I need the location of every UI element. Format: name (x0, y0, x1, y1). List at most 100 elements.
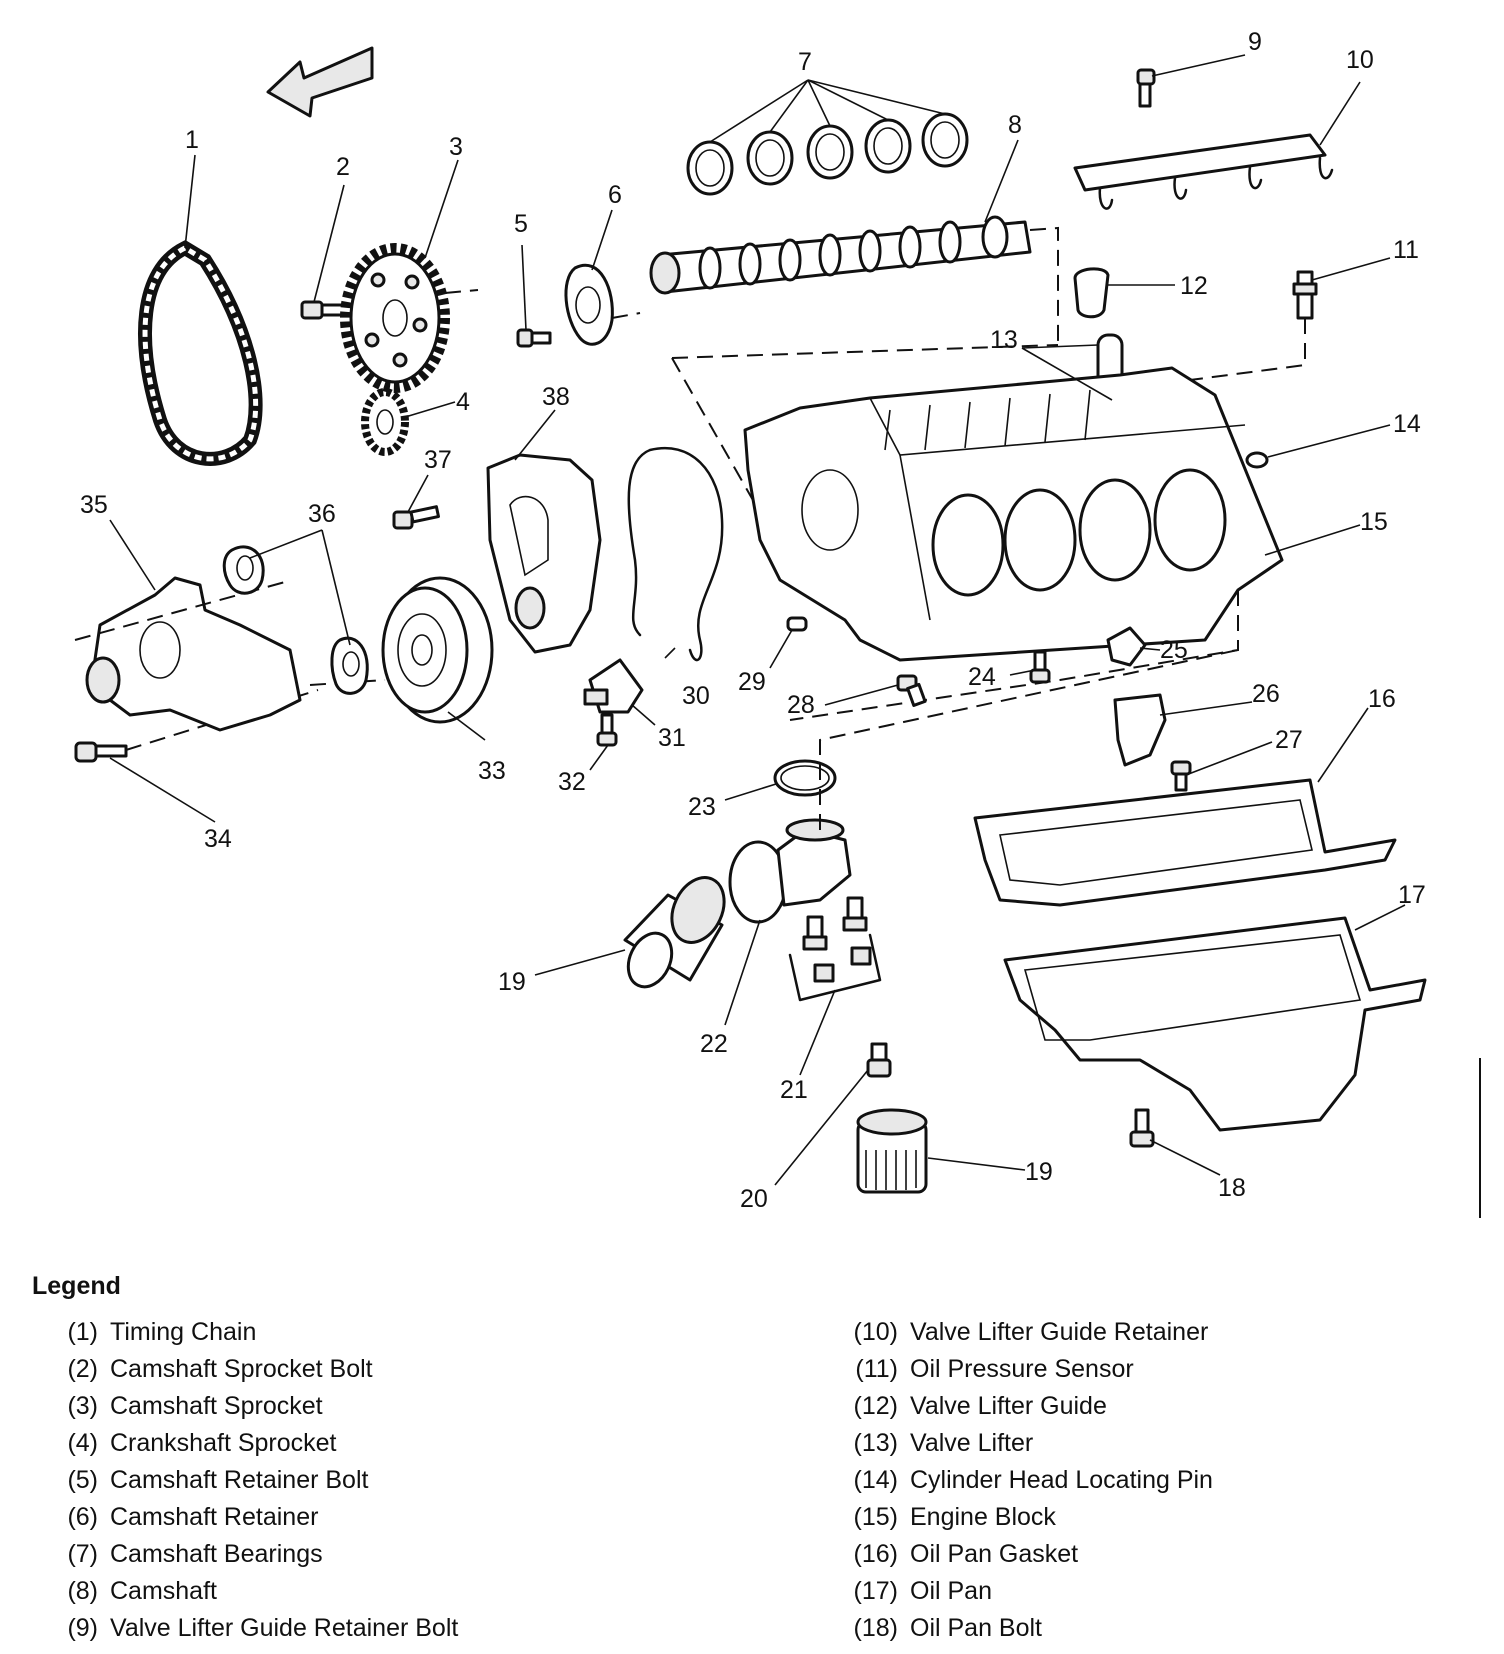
callout-10: 10 (1346, 46, 1374, 74)
oil-filter-upper (623, 876, 726, 989)
oil-pan-bolt (1129, 1108, 1155, 1148)
water-pump-gaskets (222, 545, 369, 695)
oil-pan-gasket (973, 778, 1397, 907)
callout-8: 8 (1008, 111, 1022, 139)
legend-item: (15)Engine Block (853, 1503, 1056, 1531)
front-cover-bolt (392, 505, 440, 530)
bolt-24 (1029, 650, 1051, 684)
callout-2: 2 (336, 153, 350, 181)
callout-21: 21 (780, 1076, 808, 1104)
callout-18: 18 (1218, 1174, 1246, 1202)
front-cover-gasket (627, 446, 724, 662)
legend-item: (2)Camshaft Sprocket Bolt (67, 1355, 373, 1383)
legend-item: (16)Oil Pan Gasket (853, 1540, 1079, 1568)
callout-29: 29 (738, 668, 766, 696)
callout-35: 35 (80, 491, 108, 519)
oil-pressure-sensor (1292, 270, 1318, 320)
callout-34: 34 (204, 825, 232, 853)
valve-lifter-guide (1073, 267, 1110, 319)
crankshaft-balancer (381, 576, 494, 724)
legend-item: (14)Cylinder Head Locating Pin (853, 1466, 1213, 1494)
callout-30: 30 (682, 682, 710, 710)
camshaft-sprocket (340, 243, 450, 393)
callout-7: 7 (798, 48, 812, 76)
callout-27: 27 (1275, 726, 1303, 754)
oil-filter-adapter-seal (773, 759, 837, 797)
plate-26 (1113, 693, 1167, 767)
valve-lifter-guide-retainer-bolt (1136, 68, 1156, 108)
bolt-28 (896, 674, 927, 707)
callout-33: 33 (478, 757, 506, 785)
callout-38: 38 (542, 383, 570, 411)
legend-item: (8)Camshaft (67, 1577, 217, 1605)
callout-14: 14 (1393, 410, 1421, 438)
callout-1: 1 (185, 126, 199, 154)
water-pump (85, 576, 302, 732)
engine-exploded-view-diagram: 1 2 3 4 5 6 7 8 9 10 11 12 13 14 15 16 1… (74, 28, 1481, 1218)
callout-6: 6 (608, 181, 622, 209)
callout-11: 11 (1393, 236, 1419, 264)
legend-item: (4)Crankshaft Sprocket (67, 1429, 337, 1457)
callout-24: 24 (968, 663, 996, 691)
leader-lines (109, 54, 1406, 1186)
callout-32: 32 (558, 768, 586, 796)
oil-pan (1003, 916, 1427, 1132)
callout-12: 12 (1180, 272, 1208, 300)
crankshaft-sprocket (361, 388, 409, 456)
camshaft-retainer-bolt (516, 328, 552, 348)
legend-item: (1)Timing Chain (67, 1318, 257, 1346)
sensor-25 (1106, 626, 1147, 667)
callout-3: 3 (449, 133, 463, 161)
legend-item: (10)Valve Lifter Guide Retainer (853, 1318, 1209, 1346)
oil-filter-adapter (728, 818, 852, 924)
oil-filter-lower (856, 1108, 928, 1194)
callout-4: 4 (456, 388, 470, 416)
legend-left-column: (1)Timing Chain (2)Camshaft Sprocket Bol… (40, 1318, 458, 1651)
legend-item: (12)Valve Lifter Guide (853, 1392, 1107, 1420)
legend-item: (17)Oil Pan (853, 1577, 992, 1605)
callout-labels: 1 2 3 4 5 6 7 8 9 10 11 12 13 14 15 16 1… (80, 28, 1426, 1213)
legend-title: Legend (32, 1272, 121, 1300)
legend-item: (5)Camshaft Retainer Bolt (67, 1466, 369, 1494)
callout-15: 15 (1360, 508, 1388, 536)
timing-chain (138, 240, 263, 466)
callout-13: 13 (990, 326, 1018, 354)
valve-lifter-guide-retainer (1073, 133, 1334, 210)
crankshaft-position-sensor (583, 658, 644, 714)
legend-item: (3)Camshaft Sprocket (67, 1392, 323, 1420)
legend-item: (7)Camshaft Bearings (67, 1540, 323, 1568)
legend-item: (11)Oil Pressure Sensor (855, 1355, 1134, 1383)
water-pump-bolt (74, 741, 128, 763)
oil-filter-adapter-bolts (802, 896, 872, 983)
callout-23: 23 (688, 793, 716, 821)
camshaft-sprocket-bolt (300, 300, 358, 320)
oil-filter-fitting (866, 1042, 892, 1078)
callout-22: 22 (700, 1030, 728, 1058)
bolt-27 (1170, 760, 1192, 792)
legend-right-column: (10)Valve Lifter Guide Retainer (11)Oil … (790, 1318, 1213, 1651)
front-direction-arrow (266, 46, 374, 118)
camshaft-bearings (686, 112, 969, 196)
callout-17: 17 (1398, 881, 1426, 909)
callout-36: 36 (308, 500, 336, 528)
cylinder-head-locating-pin (1245, 451, 1269, 469)
callout-31: 31 (658, 724, 686, 752)
legend-item: (13)Valve Lifter (853, 1429, 1034, 1457)
camshaft-retainer (564, 263, 614, 346)
callout-28: 28 (787, 691, 815, 719)
legend-item: (9)Valve Lifter Guide Retainer Bolt (67, 1614, 459, 1642)
legend-item: (18)Oil Pan Bolt (853, 1614, 1043, 1642)
callout-19-lower: 19 (1025, 1158, 1053, 1186)
callout-25: 25 (1160, 636, 1188, 664)
callout-16: 16 (1368, 685, 1396, 713)
pin-29 (786, 616, 808, 632)
callout-26: 26 (1252, 680, 1280, 708)
engine-front-cover (486, 453, 602, 654)
callout-37: 37 (424, 446, 452, 474)
callout-20: 20 (740, 1185, 768, 1213)
callout-9: 9 (1248, 28, 1262, 56)
legend-item: (6)Camshaft Retainer (67, 1503, 319, 1531)
bolt-32 (596, 713, 618, 747)
callout-19-upper: 19 (498, 968, 526, 996)
camshaft (649, 215, 1032, 295)
